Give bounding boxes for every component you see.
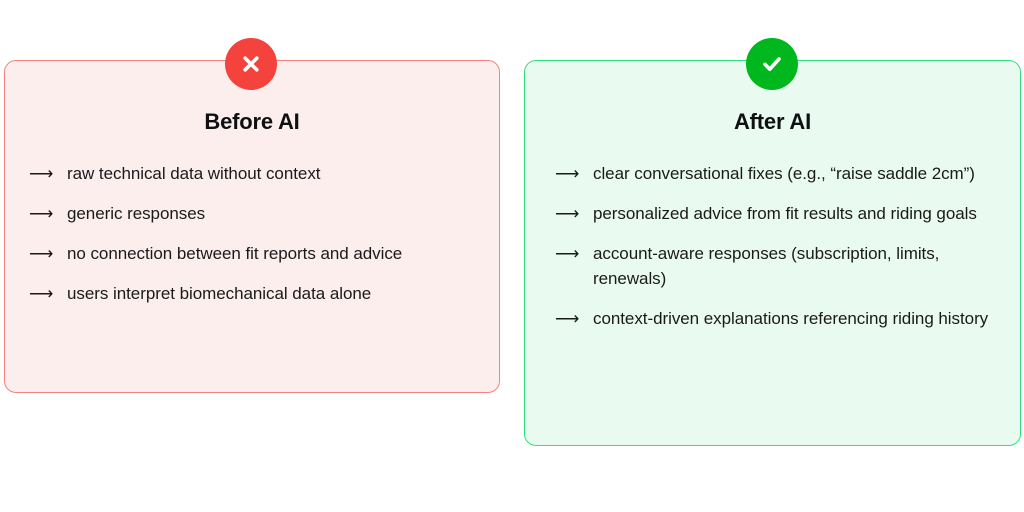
list-item: ⟶ generic responses [29,201,473,226]
list-item: ⟶ clear conversational fixes (e.g., “rai… [555,161,998,186]
arrow-right-icon: ⟶ [29,204,54,223]
arrow-right-icon: ⟶ [29,284,54,303]
list-item: ⟶ context-driven explanations referencin… [555,306,998,331]
after-ai-title: After AI [733,109,812,134]
list-item-label: raw technical data without context [67,164,321,183]
list-item-label: generic responses [67,204,206,223]
after-ai-card: After AI ⟶ clear conversational fixes (e… [524,60,1021,446]
check-mark-icon [763,57,781,71]
after-ai-bullet-list: ⟶ clear conversational fixes (e.g., “rai… [525,161,1020,331]
arrow-right-icon: ⟶ [555,164,580,183]
check-mark-badge [746,38,798,90]
list-item: ⟶ account-aware responses (subscription,… [555,241,998,291]
arrow-right-icon: ⟶ [29,164,54,183]
list-item: ⟶ raw technical data without context [29,161,473,186]
list-item-label: personalized advice from fit results and… [593,204,977,223]
list-item-label: no connection between fit reports and ad… [67,244,403,263]
arrow-right-icon: ⟶ [555,309,580,328]
arrow-right-icon: ⟶ [29,244,54,263]
arrow-right-icon: ⟶ [555,244,580,263]
before-ai-title: Before AI [204,109,300,134]
before-ai-bullet-list: ⟶ raw technical data without context ⟶ g… [5,161,499,306]
list-item-label: clear conversational fixes (e.g., “raise… [593,164,975,183]
x-mark-badge [225,38,277,90]
list-item: ⟶ personalized advice from fit results a… [555,201,998,226]
list-item-label: account-aware responses (subscription, l… [593,244,940,288]
x-mark-icon [243,56,259,72]
list-item-label: context-driven explanations referencing … [593,309,989,328]
list-item: ⟶ users interpret biomechanical data alo… [29,281,473,306]
list-item-label: users interpret biomechanical data alone [67,284,372,303]
list-item: ⟶ no connection between fit reports and … [29,241,473,266]
arrow-right-icon: ⟶ [555,204,580,223]
before-ai-card: Before AI ⟶ raw technical data without c… [4,60,500,393]
